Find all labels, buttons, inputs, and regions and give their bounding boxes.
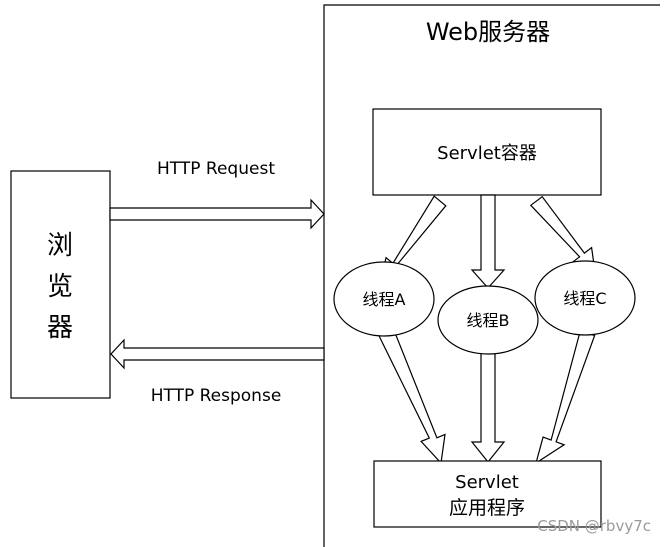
http-request-arrow: HTTP Request — [109, 159, 325, 230]
thread-c-ellipse: 线程C — [534, 260, 636, 336]
thread-c-label: 线程C — [563, 289, 606, 308]
thread-b-label: 线程B — [467, 311, 510, 330]
http-response-arrow: HTTP Response — [110, 338, 325, 406]
http-response-label: HTTP Response — [151, 386, 282, 406]
thread-a-to-app-arrow — [378, 329, 446, 465]
web-server-title: Web服务器 — [426, 18, 550, 46]
servlet-app-label-line2: 应用程序 — [449, 497, 525, 519]
browser-char-3: 器 — [47, 313, 73, 343]
servlet-app-box: Servlet 应用程序 — [373, 460, 602, 528]
browser-box: 浏 览 器 — [10, 170, 111, 399]
browser-char-2: 览 — [47, 272, 73, 302]
thread-b-ellipse: 线程B — [437, 285, 539, 355]
browser-char-1: 浏 — [47, 231, 73, 261]
container-to-thread-c-arrow — [529, 195, 596, 273]
thread-a-ellipse: 线程A — [333, 261, 435, 337]
container-to-thread-b-arrow — [470, 194, 506, 289]
servlet-container-label: Servlet容器 — [437, 143, 537, 164]
thread-b-to-app-arrow — [470, 351, 506, 463]
thread-c-to-app-arrow — [535, 329, 596, 465]
web-server-frame: Web服务器 — [323, 4, 660, 547]
thread-a-label: 线程A — [363, 290, 406, 309]
servlet-container-box: Servlet容器 — [372, 108, 602, 196]
http-request-label: HTTP Request — [157, 159, 275, 179]
watermark-text: CSDN @rbvy7c — [537, 517, 651, 535]
servlet-app-label-line1: Servlet — [455, 472, 519, 493]
